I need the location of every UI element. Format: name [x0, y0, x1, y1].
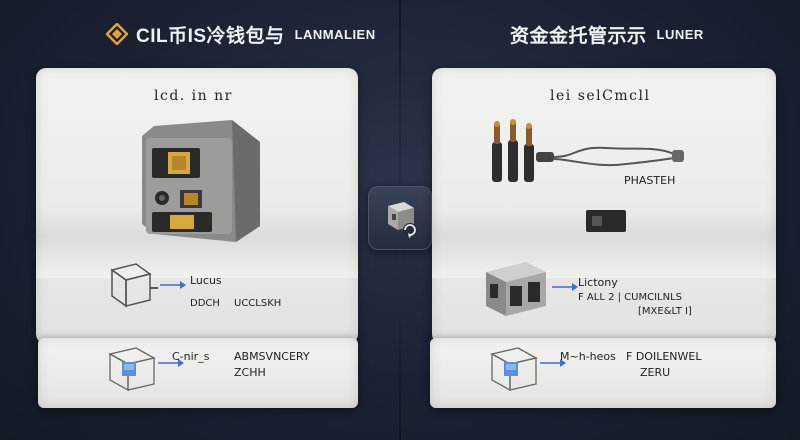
- left-row1-desc-b: UCCLSKH: [234, 298, 282, 309]
- left-row2-desc-a: ABMSVNCERY: [234, 350, 310, 363]
- arrow-right-icon: [552, 283, 578, 291]
- cable-icon: [536, 146, 684, 167]
- right-row1-desc-a: F ALL 2 | CUMCILNLS: [578, 292, 683, 303]
- right-row2-desc-b: ZERU: [640, 366, 671, 379]
- left-panel-title: lcd. in nr: [154, 88, 233, 104]
- right-panel-title: lei selCmcll: [550, 88, 651, 104]
- chip-module-icon: [486, 262, 546, 316]
- right-row1-name: Lictony: [578, 276, 618, 289]
- right-panel-tag: PHASTEH: [624, 174, 676, 187]
- cube-icon: [108, 347, 156, 392]
- custody-panel: lei selCmcll PHASTEH: [432, 68, 776, 344]
- left-row2-name: C-nir_s: [172, 350, 210, 363]
- left-row1-desc-a: DDCH: [190, 298, 220, 309]
- left-header-title: CIL币IS冷钱包与: [136, 25, 285, 47]
- right-header: 资金金托管示示 LUNER: [510, 18, 704, 50]
- cube-icon: [490, 347, 538, 392]
- right-row2-name: M~h-heos: [560, 350, 616, 363]
- left-bottom-strip: C-nir_s ABMSVNCERY ZCHH: [38, 338, 358, 408]
- arrow-right-icon: [160, 281, 186, 289]
- cube-icon: [110, 263, 158, 308]
- block-icon: [586, 210, 626, 232]
- arrow-right-icon: [158, 359, 184, 367]
- swap-button[interactable]: [368, 186, 432, 250]
- left-header-suffix: LANMALIEN: [294, 26, 376, 42]
- connector-pins-icon: [492, 119, 534, 182]
- arrow-right-icon: [540, 359, 566, 367]
- right-bottom-strip: M~h-heos F DOILENWEL ZERU: [430, 338, 776, 408]
- right-header-suffix: LUNER: [656, 26, 704, 42]
- swap-icon: [388, 202, 417, 238]
- cold-wallet-panel: lcd. in nr Lucus DDCH UCCLSKH: [36, 68, 358, 344]
- left-row1-name: Lucus: [190, 274, 222, 287]
- right-row2-desc-a: F DOILENWEL: [626, 350, 702, 363]
- right-header-title: 资金金托管示示: [510, 25, 647, 47]
- left-header: CIL币IS冷钱包与 LANMALIEN: [106, 18, 376, 50]
- left-row2-desc-b: ZCHH: [234, 366, 266, 379]
- hardware-wallet-icon: [142, 120, 260, 242]
- diamond-logo-icon: [106, 23, 128, 45]
- right-row1-desc-b: [MXE&LT I]: [638, 306, 692, 317]
